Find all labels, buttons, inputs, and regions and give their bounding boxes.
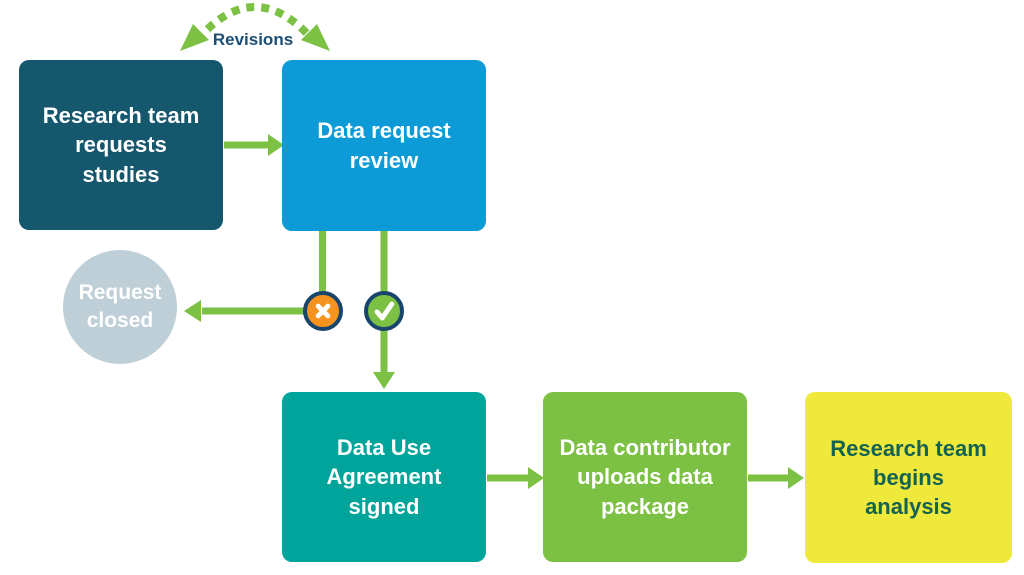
reject-x-icon [303,291,343,331]
node-label: Data request review [317,118,451,173]
arrow-requests-to-review [224,134,284,156]
node-label: Research team requests studies [42,103,200,187]
node-data-contributor-uploads-data-package: Data contributor uploads data package [543,392,747,562]
arrow-upload-to-analysis [748,467,804,489]
node-research-team-requests-studies: Research team requests studies [19,60,223,230]
approve-check-icon [364,291,404,331]
node-label: Request closed [78,281,162,332]
revisions-label: Revisions [212,30,294,49]
arrow-reject-to-closed [184,300,305,322]
node-request-closed: Request closed [63,250,177,364]
revisions-arrowhead-right [301,24,330,51]
node-research-team-begins-analysis: Research team begins analysis [805,392,1012,563]
node-label: Research team begins analysis [830,435,987,520]
node-data-request-review: Data request review [282,60,486,231]
node-label: Data Use Agreement signed [326,435,442,519]
arrow-agreement-to-upload [487,467,544,489]
node-label: Data contributor uploads data package [559,435,731,519]
node-data-use-agreement-signed: Data Use Agreement signed [282,392,486,562]
